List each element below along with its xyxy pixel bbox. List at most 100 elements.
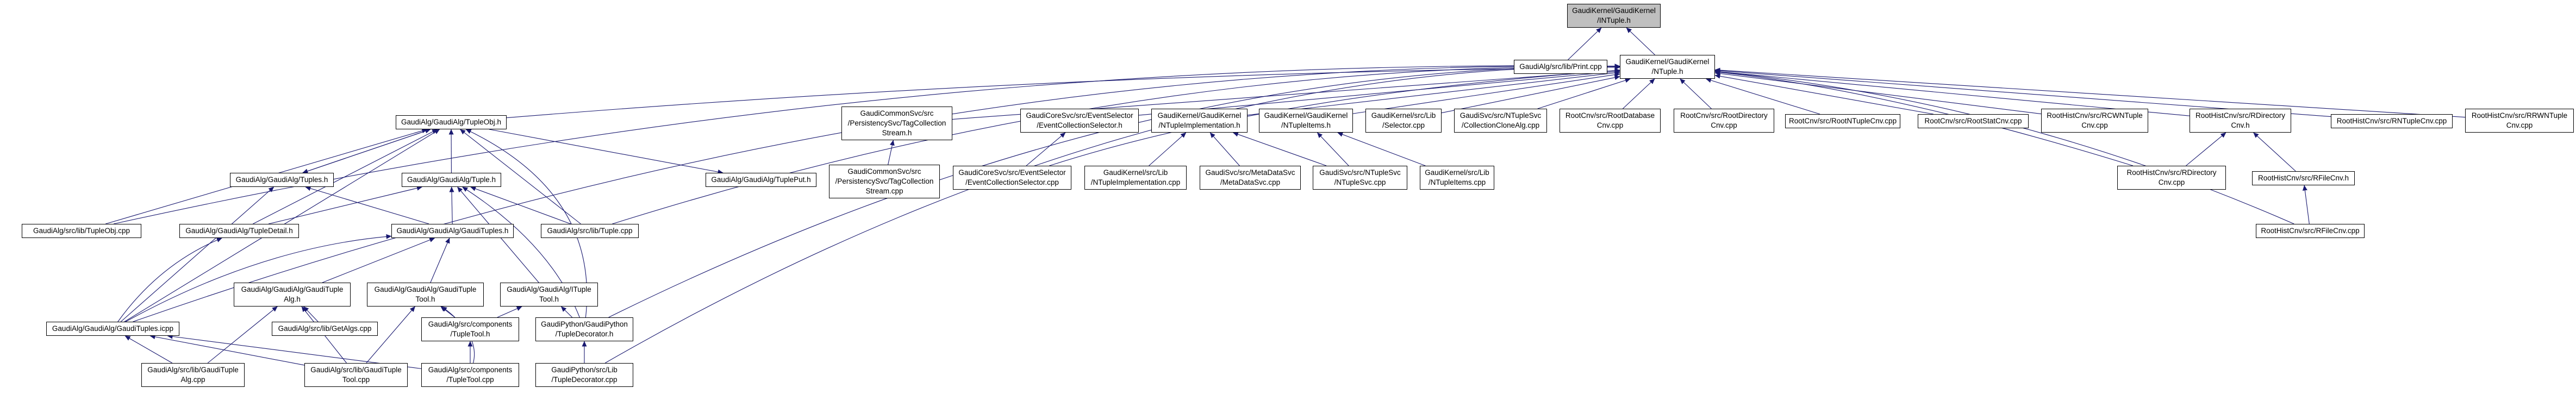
include-edge [305, 186, 429, 224]
graph-node-comptupletool-h[interactable]: GaudiAlg/src/components/TupleTool.h [421, 317, 519, 341]
include-edge [604, 64, 1620, 364]
graph-node-getalgs-cpp[interactable]: GaudiAlg/src/lib/GetAlgs.cpp [272, 322, 378, 336]
graph-node-tupleobj-h[interactable]: GaudiAlg/GaudiAlg/TupleObj.h [396, 115, 507, 129]
graph-node-tupledecorator-h[interactable]: GaudiPython/GaudiPython/TupleDecorator.h [535, 317, 633, 341]
node-label-line: RootHistCnv/src/RFileCnv.cpp [2261, 227, 2360, 235]
include-edge [1714, 70, 2134, 166]
node-label-line: GaudiKernel/GaudiKernel [1157, 111, 1242, 120]
include-edge [207, 306, 278, 364]
node-label-line: GaudiAlg/src/lib/GaudiTuple [310, 366, 402, 374]
node-label-line: GaudiSvc/src/MetaDataSvc [1205, 168, 1295, 177]
include-edge [253, 129, 438, 224]
node-label-line: GaudiCommonSvc/src [847, 167, 921, 176]
node-label-line: GaudiAlg/GaudiAlg/GaudiTuples.h [396, 227, 509, 235]
graph-node-eventcollectionselector-h[interactable]: GaudiCoreSvc/src/EventSelector/EventColl… [1020, 109, 1139, 133]
graph-node-tupleput-h[interactable]: GaudiAlg/GaudiAlg/TuplePut.h [706, 173, 816, 187]
include-edge [149, 334, 305, 366]
include-edge [470, 186, 571, 224]
node-label-line: /NTupleImplementation.cpp [1090, 178, 1181, 186]
graph-node-ntupleimplementation-cpp[interactable]: GaudiKernel/src/Lib/NTupleImplementation… [1084, 166, 1187, 190]
node-label-line: Stream.h [882, 129, 912, 137]
node-label-line: Cnv.h [2231, 121, 2250, 129]
node-label-line: GaudiAlg/GaudiAlg/TuplePut.h [711, 176, 811, 184]
node-label-line: RootCnv/src/RootDatabase [1565, 111, 1655, 120]
graph-node-ntupleitems-h[interactable]: GaudiKernel/GaudiKernel/NTupleItems.h [1259, 109, 1353, 133]
include-edge [440, 306, 455, 318]
graph-node-eventcollectionselector-cpp[interactable]: GaudiCoreSvc/src/EventSelector/EventColl… [953, 166, 1071, 190]
include-edge [303, 306, 319, 322]
graph-node-comptupletool-cpp[interactable]: GaudiAlg/src/components/TupleTool.cpp [421, 363, 519, 387]
include-edge [1714, 71, 2042, 115]
node-label-line: GaudiCommonSvc/src [860, 109, 934, 117]
node-label-line: GaudiCoreSvc/src/EventSelector [1026, 111, 1133, 120]
include-edge [1623, 78, 1655, 109]
graph-node-rfilecnv-cpp[interactable]: RootHistCnv/src/RFileCnv.cpp [2256, 224, 2365, 238]
node-label-line: /PersistencySvc/TagCollection [835, 177, 934, 185]
include-edge [2186, 132, 2226, 166]
node-label-line: Tool.cpp [342, 376, 370, 384]
include-edge [1626, 27, 1655, 55]
graph-node-tupleobj-cpp[interactable]: GaudiAlg/src/lib/TupleObj.cpp [22, 224, 141, 238]
graph-node-tuples-h[interactable]: GaudiAlg/GaudiAlg/Tuples.h [230, 173, 334, 187]
graph-node-tagcollectionstream-h[interactable]: GaudiCommonSvc/src/PersistencySvc/TagCol… [841, 107, 952, 140]
graph-node-gaudituples-h[interactable]: GaudiAlg/GaudiAlg/GaudiTuples.h [391, 224, 514, 238]
node-label-line: GaudiAlg/src/lib/Print.cpp [1519, 62, 1602, 71]
graph-node-ntupleitems-cpp[interactable]: GaudiKernel/src/Lib/NTupleItems.cpp [1420, 166, 1494, 190]
node-label-line: RootHistCnv/src/RNTupleCnv.cpp [2336, 117, 2447, 125]
node-label-line: GaudiPython/src/Lib [551, 366, 618, 374]
include-edge [1714, 67, 2466, 118]
node-label-line: GaudiKernel/GaudiKernel [1572, 7, 1656, 15]
include-edge [1049, 68, 1620, 166]
node-label-line: GaudiSvc/src/NTupleSvc [1319, 168, 1401, 177]
graph-node-tupledetail-h[interactable]: GaudiAlg/GaudiAlg/TupleDetail.h [179, 224, 299, 238]
include-edge [2302, 185, 2310, 224]
graph-node-tupledecorator-cpp[interactable]: GaudiPython/src/Lib/TupleDecorator.cpp [535, 363, 633, 387]
include-edge [560, 306, 573, 318]
graph-node-tagcollectionstream-cpp[interactable]: GaudiCommonSvc/src/PersistencySvc/TagCol… [829, 165, 940, 198]
graph-node-intuple-h: GaudiKernel/GaudiKernel/INTuple.h [1567, 4, 1661, 28]
node-label-line: Alg.h [284, 295, 301, 303]
graph-node-ntuplesvc-cpp[interactable]: GaudiSvc/src/NTupleSvc/NTupleSvc.cpp [1313, 166, 1407, 190]
node-label-line: Cnv.cpp [2081, 121, 2108, 129]
graph-node-collectionclonealg-cpp[interactable]: GaudiSvc/src/NTupleSvc/CollectionCloneAl… [1454, 109, 1547, 133]
graph-node-ntuple-h[interactable]: GaudiKernel/GaudiKernel/NTuple.h [1620, 55, 1715, 79]
graph-node-ntupleimplementation-h[interactable]: GaudiKernel/GaudiKernel/NTupleImplementa… [1151, 109, 1248, 133]
node-label-line: GaudiAlg/GaudiAlg/GaudiTuple [374, 285, 477, 293]
node-label-line: /TupleTool.h [450, 330, 490, 338]
node-label-line: GaudiKernel/src/Lib [1371, 111, 1436, 120]
graph-node-rntuplecnv-cpp[interactable]: RootHistCnv/src/RNTupleCnv.cpp [2331, 114, 2453, 128]
node-label-line: /EventCollectionSelector.h [1037, 121, 1122, 129]
graph-node-tuple-h[interactable]: GaudiAlg/GaudiAlg/Tuple.h [402, 173, 501, 187]
node-label-line: RootCnv/src/RootStatCnv.cpp [1924, 117, 2022, 125]
include-edge [1337, 132, 1426, 166]
graph-node-selector-cpp[interactable]: GaudiKernel/src/Lib/Selector.cpp [1365, 109, 1442, 133]
node-label-line: /INTuple.h [1597, 16, 1631, 24]
graph-node-rootstatcnv-cpp[interactable]: RootCnv/src/RootStatCnv.cpp [1918, 114, 2029, 128]
node-label-line: RootHistCnv/src/RCWNTuple [2047, 111, 2143, 120]
node-label-line: /TupleDecorator.h [555, 330, 614, 338]
include-edge [2253, 132, 2296, 172]
include-edge [888, 140, 895, 165]
graph-node-metadatasvc-cpp[interactable]: GaudiSvc/src/MetaDataSvc/MetaDataSvc.cpp [1200, 166, 1301, 190]
node-label-line: RootCnv/src/RootDirectory [1680, 111, 1768, 120]
node-label-line: Cnv.cpp [1596, 121, 1624, 129]
node-label-line: GaudiAlg/GaudiAlg/GaudiTuple [241, 285, 344, 293]
graph-node-rfilecnv-h[interactable]: RootHistCnv/src/RFileCnv.h [2252, 171, 2355, 185]
graph-node-print-cpp[interactable]: GaudiAlg/src/lib/Print.cpp [1514, 60, 1607, 74]
graph-node-gaudituples-icpp[interactable]: GaudiAlg/GaudiAlg/GaudiTuples.icpp [46, 322, 179, 336]
graph-node-rootntuplecnv-cpp[interactable]: RootCnv/src/RootNTupleCnv.cpp [1785, 114, 1900, 128]
node-label-line: GaudiAlg/src/lib/GetAlgs.cpp [278, 324, 372, 333]
graph-node-tuple-cpp[interactable]: GaudiAlg/src/lib/Tuple.cpp [541, 224, 639, 238]
